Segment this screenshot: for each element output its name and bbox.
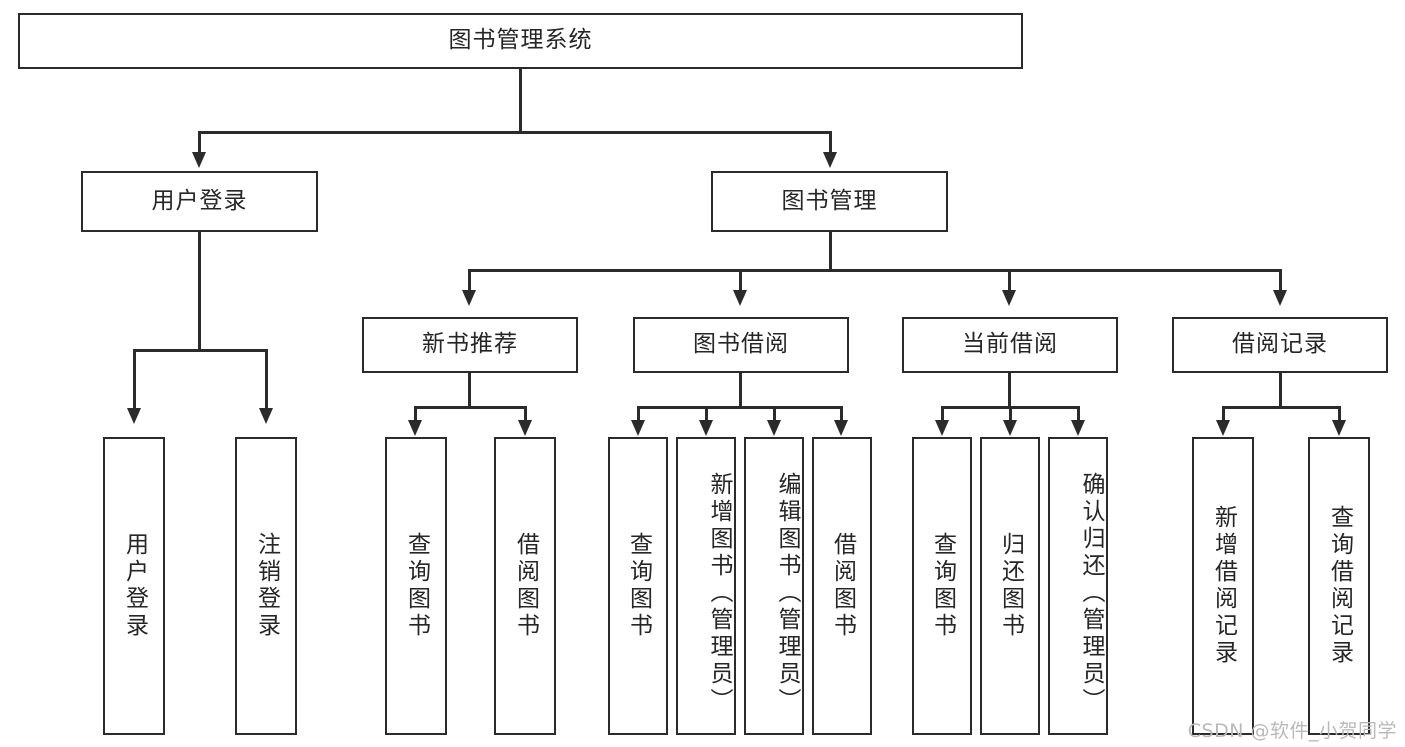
connector-drop-level3-0 bbox=[468, 269, 471, 293]
node-root-book-management-system[interactable]: 图书管理系统 bbox=[18, 13, 1023, 69]
node-label: 用户登录 bbox=[151, 187, 248, 214]
arrowhead-leaf-current-borrow-1 bbox=[1003, 420, 1017, 436]
connector-drop-level3-1 bbox=[739, 269, 742, 293]
node-label: 查询图书 bbox=[625, 532, 652, 640]
connector-drop-leaf-book-borrow-3 bbox=[840, 406, 843, 422]
leaf-return-book[interactable]: 归还图书 bbox=[980, 437, 1040, 735]
connector-user-login-stem bbox=[198, 232, 201, 352]
node-label: 借阅记录 bbox=[1232, 331, 1328, 358]
connector-drop-leaf-book-borrow-0 bbox=[637, 406, 640, 422]
connector-new-book-bus bbox=[414, 406, 527, 409]
node-label: 当前借阅 bbox=[962, 331, 1058, 358]
connector-drop-leaf-current-borrow-0 bbox=[941, 406, 944, 422]
arrowhead-leaf-current-borrow-2 bbox=[1071, 420, 1085, 436]
connector-book-borrow-stem bbox=[739, 373, 742, 409]
arrowhead-leaf-user-login-1 bbox=[259, 408, 273, 424]
connector-drop-leaf-new-book-1 bbox=[524, 406, 527, 422]
node-label: 归还图书 bbox=[997, 532, 1024, 640]
connector-level2-bus bbox=[198, 131, 832, 134]
node-label: 查询图书 bbox=[403, 532, 430, 640]
connector-drop-leaf-user-login-0 bbox=[133, 349, 136, 411]
connector-drop-leaf-current-borrow-1 bbox=[1009, 406, 1012, 422]
connector-user-login-bus bbox=[133, 349, 267, 352]
leaf-book-edit-admin[interactable]: 编辑图书（管理员） bbox=[744, 437, 804, 735]
connector-level3-bus bbox=[468, 269, 1282, 272]
arrowhead-leaf-borrow-record-1 bbox=[1332, 420, 1346, 436]
connector-book-borrow-bus bbox=[637, 406, 843, 409]
node-book-management[interactable]: 图书管理 bbox=[711, 171, 948, 232]
arrowhead-level3-1 bbox=[733, 290, 747, 306]
arrowhead-leaf-user-login-0 bbox=[127, 408, 141, 424]
node-user-login[interactable]: 用户登录 bbox=[81, 171, 318, 232]
node-label: 借阅图书 bbox=[512, 532, 539, 640]
leaf-new-book-borrow[interactable]: 借阅图书 bbox=[494, 437, 556, 735]
node-label: 确认归还（管理员） bbox=[1078, 471, 1104, 715]
leaf-confirm-return-admin[interactable]: 确认归还（管理员） bbox=[1048, 437, 1108, 735]
arrowhead-leaf-borrow-record-0 bbox=[1216, 420, 1230, 436]
node-label: 新增借阅记录 bbox=[1210, 505, 1237, 667]
arrowhead-leaf-book-borrow-0 bbox=[631, 420, 645, 436]
arrowhead-level3-3 bbox=[1273, 290, 1287, 306]
arrowhead-book-management bbox=[823, 152, 837, 168]
node-label: 查询图书 bbox=[929, 532, 956, 640]
connector-borrow-record-stem bbox=[1279, 373, 1282, 409]
arrowhead-leaf-new-book-1 bbox=[518, 420, 532, 436]
node-label: 图书管理系统 bbox=[448, 27, 593, 54]
arrowhead-level3-0 bbox=[462, 290, 476, 306]
node-book-borrow[interactable]: 图书借阅 bbox=[633, 317, 849, 373]
connector-drop-leaf-borrow-record-0 bbox=[1222, 406, 1225, 422]
connector-drop-book-management bbox=[829, 131, 832, 155]
node-new-book-recommend[interactable]: 新书推荐 bbox=[362, 317, 578, 373]
connector-drop-level3-3 bbox=[1279, 269, 1282, 293]
leaf-query-borrow-record[interactable]: 查询借阅记录 bbox=[1308, 437, 1370, 735]
node-label: 图书借阅 bbox=[693, 331, 789, 358]
connector-drop-leaf-book-borrow-2 bbox=[773, 406, 776, 422]
node-borrow-record[interactable]: 借阅记录 bbox=[1172, 317, 1388, 373]
connector-drop-level3-2 bbox=[1008, 269, 1011, 293]
leaf-logout[interactable]: 注销登录 bbox=[235, 437, 297, 735]
node-label: 注销登录 bbox=[253, 532, 280, 640]
connector-drop-leaf-user-login-1 bbox=[265, 349, 268, 411]
connector-book-management-stem bbox=[829, 232, 832, 272]
node-label: 编辑图书（管理员） bbox=[774, 471, 800, 715]
arrowhead-leaf-book-borrow-2 bbox=[767, 420, 781, 436]
node-label: 图书管理 bbox=[781, 187, 878, 214]
arrowhead-level3-2 bbox=[1002, 290, 1016, 306]
connector-drop-leaf-borrow-record-1 bbox=[1338, 406, 1341, 422]
node-label: 新书推荐 bbox=[422, 331, 518, 358]
leaf-user-login[interactable]: 用户登录 bbox=[103, 437, 165, 735]
arrowhead-leaf-new-book-0 bbox=[408, 420, 422, 436]
node-label: 查询借阅记录 bbox=[1326, 505, 1353, 667]
connector-drop-user-login bbox=[198, 131, 201, 155]
leaf-current-borrow-query[interactable]: 查询图书 bbox=[912, 437, 972, 735]
node-label: 借阅图书 bbox=[829, 532, 856, 640]
arrowhead-leaf-book-borrow-3 bbox=[834, 420, 848, 436]
leaf-book-borrow-action[interactable]: 借阅图书 bbox=[812, 437, 872, 735]
watermark-text: CSDN @软件_小贺同学 bbox=[1187, 720, 1397, 742]
leaf-add-borrow-record[interactable]: 新增借阅记录 bbox=[1192, 437, 1254, 735]
leaf-new-book-query[interactable]: 查询图书 bbox=[385, 437, 447, 735]
node-label: 用户登录 bbox=[121, 532, 148, 640]
connector-new-book-stem bbox=[468, 373, 471, 409]
connector-drop-leaf-new-book-0 bbox=[414, 406, 417, 422]
connector-borrow-record-bus bbox=[1222, 406, 1341, 409]
leaf-book-borrow-query[interactable]: 查询图书 bbox=[608, 437, 668, 735]
connector-root-stem bbox=[519, 69, 522, 132]
connector-drop-leaf-current-borrow-2 bbox=[1077, 406, 1080, 422]
arrowhead-user-login bbox=[192, 152, 206, 168]
connector-current-borrow-stem bbox=[1008, 373, 1011, 409]
arrowhead-leaf-current-borrow-0 bbox=[935, 420, 949, 436]
connector-drop-leaf-book-borrow-1 bbox=[705, 406, 708, 422]
leaf-book-add-admin[interactable]: 新增图书（管理员） bbox=[676, 437, 736, 735]
node-current-borrow[interactable]: 当前借阅 bbox=[902, 317, 1118, 373]
node-label: 新增图书（管理员） bbox=[706, 471, 732, 715]
arrowhead-leaf-book-borrow-1 bbox=[699, 420, 713, 436]
